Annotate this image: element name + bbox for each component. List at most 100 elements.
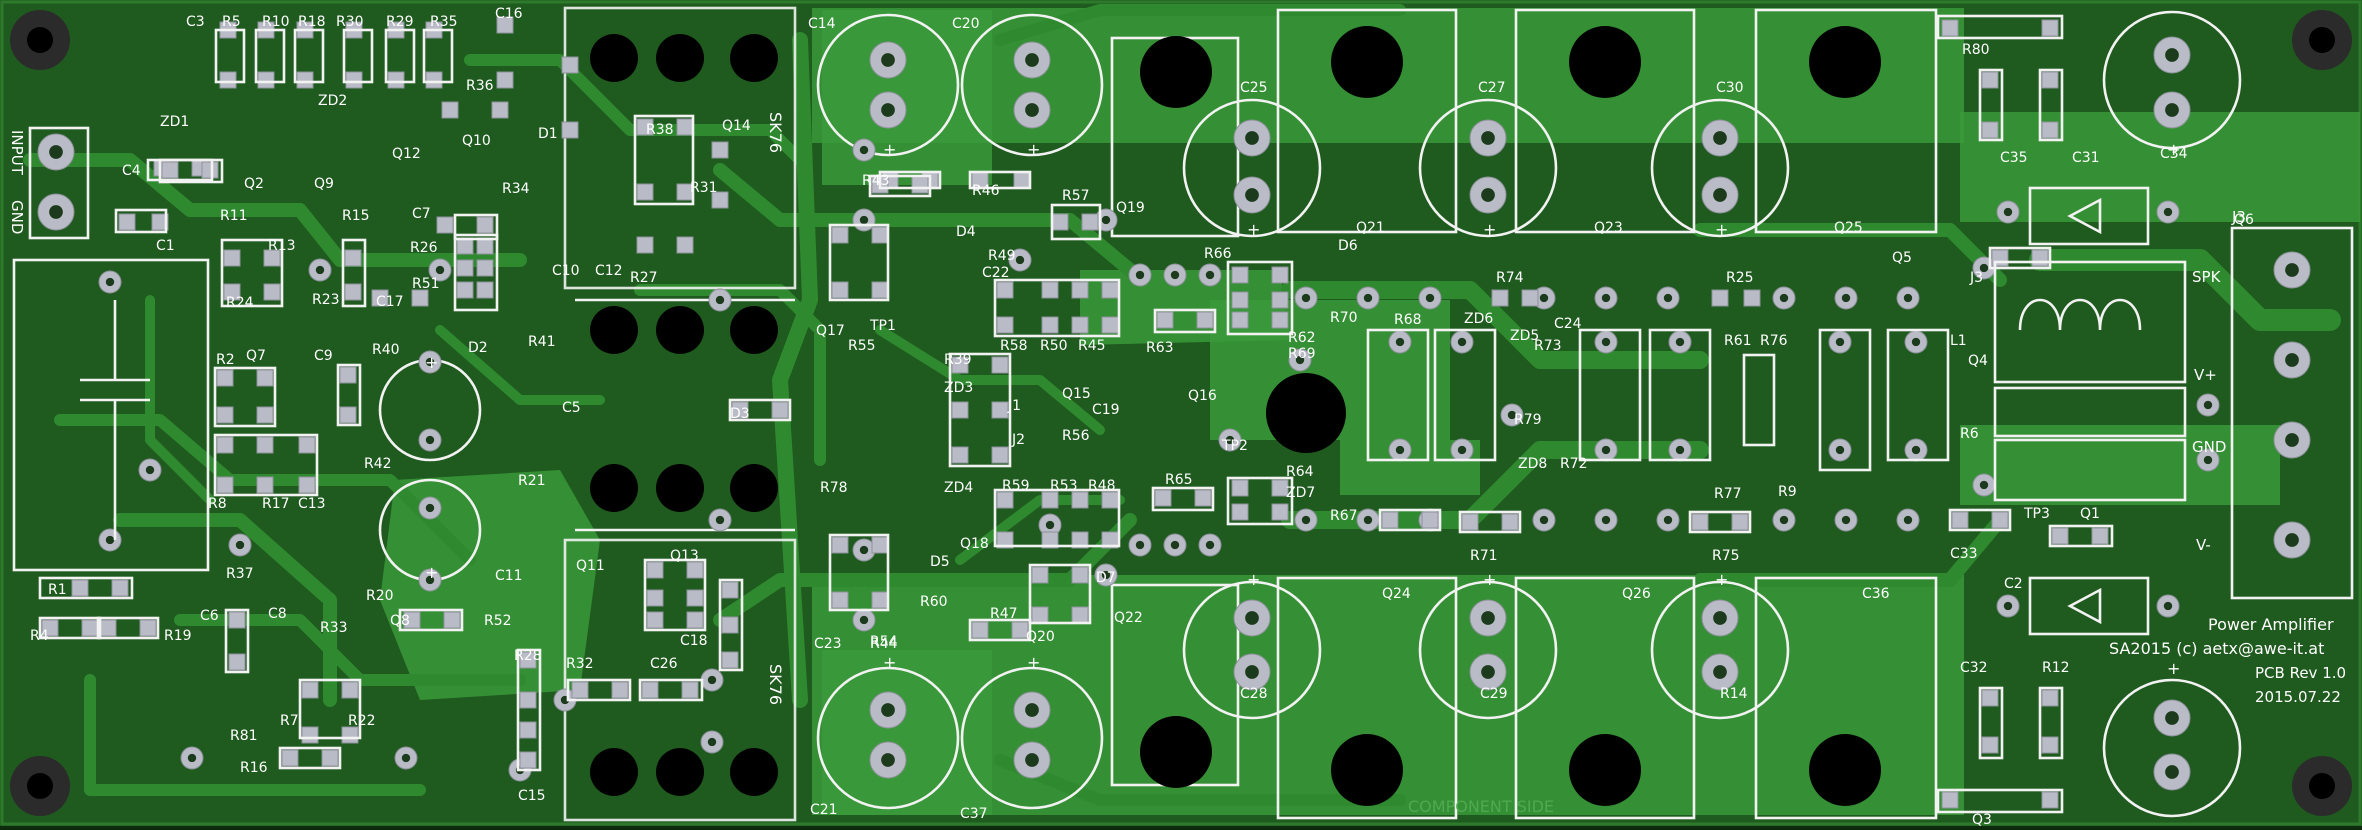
designator-label: Q17 (816, 323, 845, 339)
pad (2091, 527, 2109, 545)
input-connector (28, 126, 90, 240)
pad-hole (1205, 270, 1215, 280)
pad-hole (1135, 540, 1145, 550)
designator-label: R12 (2042, 660, 2070, 676)
pad (1081, 213, 1099, 231)
pad-hole (1663, 515, 1673, 525)
component-outline (968, 170, 1032, 190)
designator-label: R79 (1514, 412, 1542, 428)
designator-label: R11 (220, 208, 248, 224)
designator-label: R34 (502, 181, 530, 197)
component-outline (1936, 788, 2064, 814)
pad (425, 71, 443, 89)
designator-label: Q14 (722, 118, 751, 134)
designator-label: C7 (412, 206, 431, 222)
designator-label: R70 (1330, 310, 1358, 326)
pad (731, 401, 749, 419)
designator-label: C10 (552, 263, 580, 279)
pad (371, 289, 389, 307)
designator-label: Q24 (1382, 586, 1411, 602)
pad (298, 476, 316, 494)
pad (686, 561, 704, 579)
polarity-mark: + (1483, 220, 1496, 239)
pad-hole (145, 465, 155, 475)
designator-label: R76 (1760, 333, 1788, 349)
designator-label: R42 (364, 456, 392, 472)
heatsink-sk76 (563, 6, 797, 822)
pad (1071, 531, 1089, 549)
polarity-mark: + (1027, 653, 1040, 672)
component-outline (1226, 476, 1294, 526)
designator-label: Q20 (1026, 629, 1055, 645)
pad-hole (2285, 263, 2299, 277)
pad-hole (2003, 207, 2013, 217)
designator-label: C19 (1092, 402, 1120, 418)
designator-label: C12 (595, 263, 623, 279)
designator-label: R63 (1146, 340, 1174, 356)
pad (263, 283, 281, 301)
pad (1381, 511, 1399, 529)
pad (721, 616, 739, 634)
pad (911, 176, 929, 194)
component-outline (1578, 328, 1642, 462)
pad (341, 681, 359, 699)
pad (321, 749, 339, 767)
designator-label: Q11 (576, 558, 605, 574)
pad-hole (315, 265, 325, 275)
pad-hole (1245, 611, 1259, 625)
pad (1071, 491, 1089, 509)
title-line-3: PCB Rev 1.0 (2255, 664, 2346, 682)
designator-label: R31 (690, 180, 718, 196)
pad (871, 226, 889, 244)
pad (676, 118, 694, 136)
pad-hole (1507, 410, 1517, 420)
pad-hole (1601, 445, 1611, 455)
component-outline (718, 578, 744, 672)
pad (139, 619, 157, 637)
pad (571, 681, 589, 699)
designator-label: D2 (468, 340, 488, 356)
component-outline (1818, 328, 1872, 472)
designator-label: R23 (312, 292, 340, 308)
designator-label: R16 (240, 760, 268, 776)
pad (2041, 19, 2059, 37)
pad (341, 726, 359, 744)
pad (1941, 19, 1959, 37)
pad-hole (425, 435, 435, 445)
designator-label: D6 (1338, 238, 1358, 254)
designator-label: C5 (562, 400, 581, 416)
designator-label: C11 (495, 568, 523, 584)
designator-label: R39 (944, 352, 972, 368)
pad-hole (1841, 515, 1851, 525)
pad-hole (1363, 293, 1373, 303)
designator-label: Q19 (1116, 200, 1145, 216)
designator-label: Q3 (1972, 812, 1992, 826)
pad (476, 216, 494, 234)
component-outline (948, 352, 1012, 468)
pad-hole (1663, 293, 1673, 303)
component-outline (38, 576, 134, 600)
pad (339, 406, 357, 424)
designator-label: R19 (164, 628, 192, 644)
designator-label: R56 (1062, 428, 1090, 444)
pad (2041, 71, 2059, 89)
pad-hole (2165, 765, 2179, 779)
pad (1071, 606, 1089, 624)
pad (1031, 606, 1049, 624)
polarity-mark: + (425, 563, 438, 582)
mounting-hole (10, 10, 70, 70)
component-outline (1978, 68, 2004, 142)
pad-hole (2285, 433, 2299, 447)
pad (1041, 316, 1059, 334)
pad (151, 213, 169, 231)
pad (561, 56, 579, 74)
pad (201, 161, 219, 179)
big-capacitors (378, 10, 2242, 818)
pad-hole (1025, 103, 1039, 117)
designator-label: R37 (226, 566, 254, 582)
designator-label: D1 (538, 126, 558, 142)
designator-label: R26 (410, 240, 438, 256)
designator-label: Q5 (1892, 250, 1912, 266)
pad (2041, 791, 2059, 809)
